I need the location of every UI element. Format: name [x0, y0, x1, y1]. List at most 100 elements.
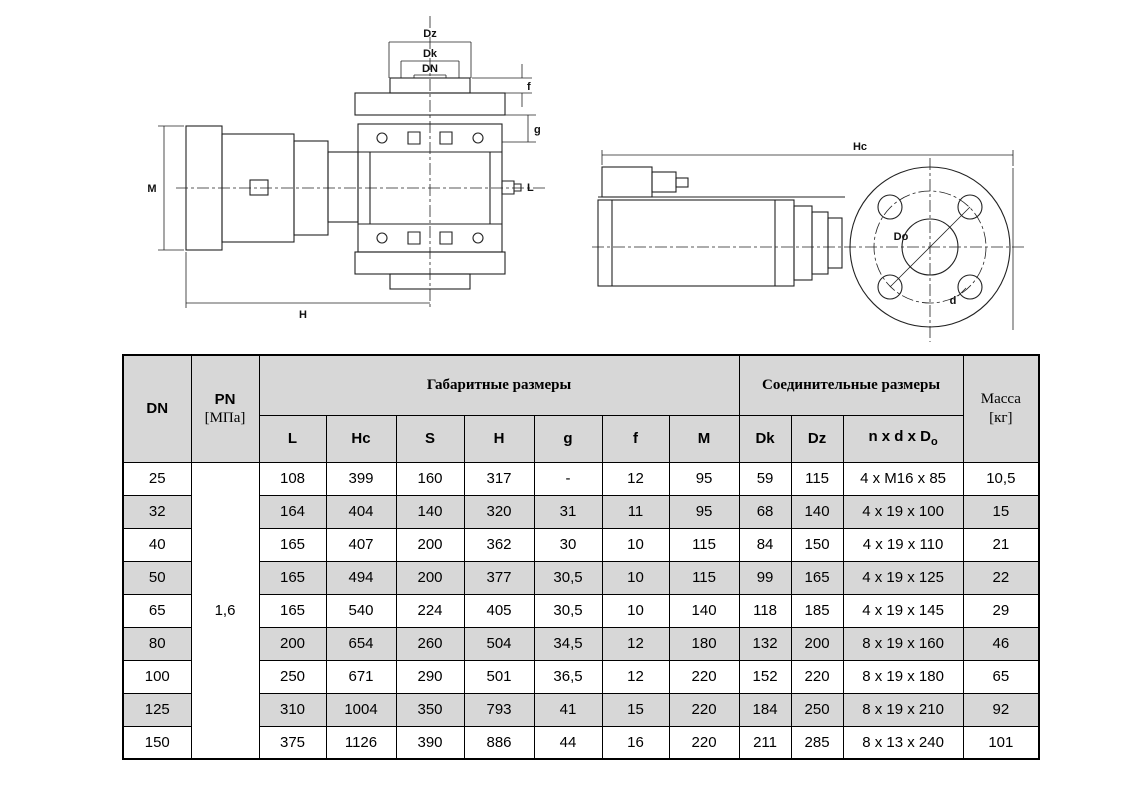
group-header-connection-dimensions: Соединительные размеры — [738, 354, 964, 416]
col-header-h: H — [463, 414, 535, 463]
cell-dn: 125 — [122, 692, 192, 727]
body-detail-lines — [611, 200, 776, 286]
table-area: DN PN [МПа] Габаритные размеры Соедините… — [122, 354, 1041, 760]
pn-unit-label: [МПа] — [204, 409, 246, 426]
motor-neck — [651, 171, 677, 193]
adapter-step-1 — [793, 205, 813, 281]
header-row-groups: DN PN [МПа] Габаритные размеры Соедините… — [122, 354, 1040, 463]
cell-hc: 1004 — [325, 692, 397, 727]
actuator-body-side — [597, 199, 795, 287]
dim-label-g: g — [534, 124, 541, 136]
group-header-overall-dimensions: Габаритные размеры — [258, 354, 740, 416]
cell-m: 220 — [668, 725, 740, 760]
cell-hc: 404 — [325, 494, 397, 529]
cell-mass: 22 — [962, 560, 1040, 595]
cell-dk: 68 — [738, 494, 792, 529]
cell-h: 886 — [463, 725, 535, 760]
cell-s: 260 — [395, 626, 465, 661]
dim-label-hc: Hc — [853, 141, 867, 153]
cell-g: 30,5 — [533, 560, 603, 595]
motor-shaft — [675, 177, 689, 188]
bolt-icon — [472, 132, 484, 144]
bolt-icon — [376, 132, 388, 144]
cell-g: 34,5 — [533, 626, 603, 661]
leader-line-d — [957, 287, 967, 297]
cell-mass: 10,5 — [962, 461, 1040, 496]
col-header-nxd: n x d x Do — [842, 414, 964, 463]
cell-h: 405 — [463, 593, 535, 628]
col-header-hc: Hc — [325, 414, 397, 463]
dim-label-l: L — [527, 182, 534, 194]
cell-s: 390 — [395, 725, 465, 760]
col-header-f: f — [601, 414, 670, 463]
cell-dk: 211 — [738, 725, 792, 760]
cell-l: 108 — [258, 461, 327, 496]
cell-hc: 654 — [325, 626, 397, 661]
col-header-dk: Dk — [738, 414, 792, 463]
adapter — [327, 151, 359, 223]
cell-s: 224 — [395, 593, 465, 628]
cell-g: 31 — [533, 494, 603, 529]
cell-m: 95 — [668, 494, 740, 529]
dim-label-m: M — [147, 183, 156, 195]
dim-label-f: f — [527, 81, 531, 93]
cell-s: 160 — [395, 461, 465, 496]
cell-f: 12 — [601, 659, 670, 694]
cell-dz: 140 — [790, 494, 844, 529]
cell-dn: 100 — [122, 659, 192, 694]
front-centerlines — [176, 16, 548, 310]
cell-m: 140 — [668, 593, 740, 628]
cell-nxd: 8 x 19 x 210 — [842, 692, 964, 727]
cell-h: 320 — [463, 494, 535, 529]
table-header: DN PN [МПа] Габаритные размеры Соедините… — [122, 354, 1040, 463]
cell-s: 200 — [395, 527, 465, 562]
cell-dz: 165 — [790, 560, 844, 595]
cell-s: 350 — [395, 692, 465, 727]
bolt-circle — [873, 190, 987, 304]
pn-label: PN — [214, 390, 236, 408]
cell-l: 250 — [258, 659, 327, 694]
cell-h: 377 — [463, 560, 535, 595]
extension-lines — [601, 150, 1014, 166]
dim-label-dk: Dk — [423, 48, 438, 60]
front-view: Dz Dk DN f g M L H — [147, 16, 548, 321]
cell-hc: 671 — [325, 659, 397, 694]
cell-m: 115 — [668, 527, 740, 562]
cell-f: 11 — [601, 494, 670, 529]
cell-mass: 101 — [962, 725, 1040, 760]
nxd-prefix: n x d x D — [868, 428, 931, 446]
cell-dz: 250 — [790, 692, 844, 727]
bolt-hole-icon — [877, 194, 903, 220]
cell-m: 95 — [668, 461, 740, 496]
dim-label-h: H — [299, 309, 307, 321]
cell-l: 200 — [258, 626, 327, 661]
cell-dz: 115 — [790, 461, 844, 496]
cell-mass: 92 — [962, 692, 1040, 727]
cell-nxd: 4 x M16 x 85 — [842, 461, 964, 496]
flange-outer-circle — [849, 166, 1011, 328]
cell-h: 362 — [463, 527, 535, 562]
nxd-subscript: o — [930, 436, 938, 449]
front-dimensions — [158, 41, 536, 308]
cell-dz: 285 — [790, 725, 844, 760]
cell-dz: 200 — [790, 626, 844, 661]
cell-f: 10 — [601, 527, 670, 562]
cell-g: 44 — [533, 725, 603, 760]
cell-m: 115 — [668, 560, 740, 595]
dimensions-table: DN PN [МПа] Габаритные размеры Соедините… — [122, 354, 1041, 760]
dim-line-do — [889, 206, 971, 288]
cell-dn: 150 — [122, 725, 192, 760]
shaft-cover — [249, 179, 269, 196]
drawing-area: Dz Dk DN f g M L H — [0, 0, 1140, 352]
cell-l: 165 — [258, 527, 327, 562]
dim-label-dz: Dz — [423, 28, 437, 40]
cell-hc: 1126 — [325, 725, 397, 760]
adapter-step-2 — [811, 211, 829, 275]
cell-nxd: 8 x 19 x 180 — [842, 659, 964, 694]
